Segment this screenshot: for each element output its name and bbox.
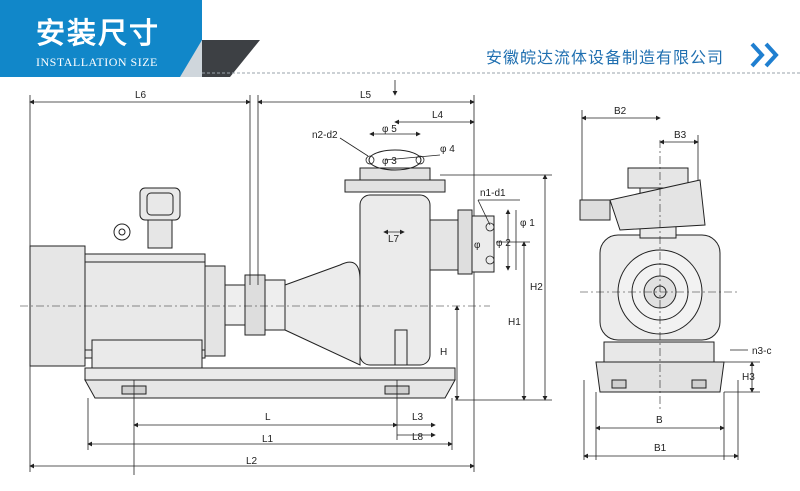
- label-L6: L6: [135, 90, 147, 101]
- label-H1: H1: [508, 317, 521, 328]
- label-L4: L4: [432, 110, 444, 121]
- company-name: 安徽皖达流体设备制造有限公司: [486, 48, 725, 67]
- label-L7: L7: [388, 234, 400, 245]
- dimension-drawing: L6 L5 L4 φ 5 n2-d2 φ 3 φ 4 L7 n1-d1 φ 1 …: [20, 80, 771, 475]
- label-B2: B2: [614, 106, 627, 117]
- label-H2: H2: [530, 282, 543, 293]
- side-dimensions: [29, 80, 552, 475]
- side-view: [20, 149, 495, 399]
- header-banner: [0, 0, 202, 77]
- label-phi4: φ 4: [440, 144, 455, 155]
- front-base: [595, 341, 725, 393]
- label-L1: L1: [262, 434, 274, 445]
- label-H3: H3: [742, 372, 755, 383]
- label-phi1: φ 1: [520, 218, 535, 229]
- label-H: H: [440, 347, 447, 358]
- label-phi3: φ 3: [382, 156, 397, 167]
- header-shadow: [180, 40, 202, 77]
- label-L: L: [265, 412, 271, 423]
- page-title: 安装尺寸: [36, 16, 161, 50]
- label-n1d1: n1-d1: [480, 188, 506, 199]
- front-dimensions: [581, 110, 760, 460]
- page-subtitle: INSTALLATION SIZE: [36, 55, 158, 69]
- label-L3: L3: [412, 412, 424, 423]
- label-B3: B3: [674, 130, 687, 141]
- coupling: [224, 274, 286, 336]
- front-labels: B2 B3 B B1 H3 n3-c: [614, 106, 771, 454]
- label-L8: L8: [412, 432, 424, 443]
- label-B1: B1: [654, 443, 667, 454]
- pump-body: [284, 149, 495, 366]
- motor-body: [29, 245, 226, 369]
- base-frame: [84, 367, 456, 399]
- label-B: B: [656, 415, 663, 426]
- label-L2: L2: [246, 456, 258, 467]
- side-labels: L6 L5 L4 φ 5 n2-d2 φ 3 φ 4 L7 n1-d1 φ 1 …: [135, 90, 543, 467]
- label-phi-flange: φ: [474, 240, 481, 251]
- label-n2d2: n2-d2: [312, 130, 338, 141]
- front-view: [579, 140, 740, 410]
- double-chevron-right-icon: [750, 42, 779, 68]
- label-n3c: n3-c: [752, 346, 771, 357]
- label-phi2: φ 2: [496, 238, 511, 249]
- label-L5: L5: [360, 90, 372, 101]
- header-decoration: [180, 40, 800, 77]
- label-phi5: φ 5: [382, 124, 397, 135]
- header-dark-slant: [202, 40, 260, 77]
- pump-top-front: [579, 167, 706, 239]
- motor-terminal-box: [113, 187, 181, 249]
